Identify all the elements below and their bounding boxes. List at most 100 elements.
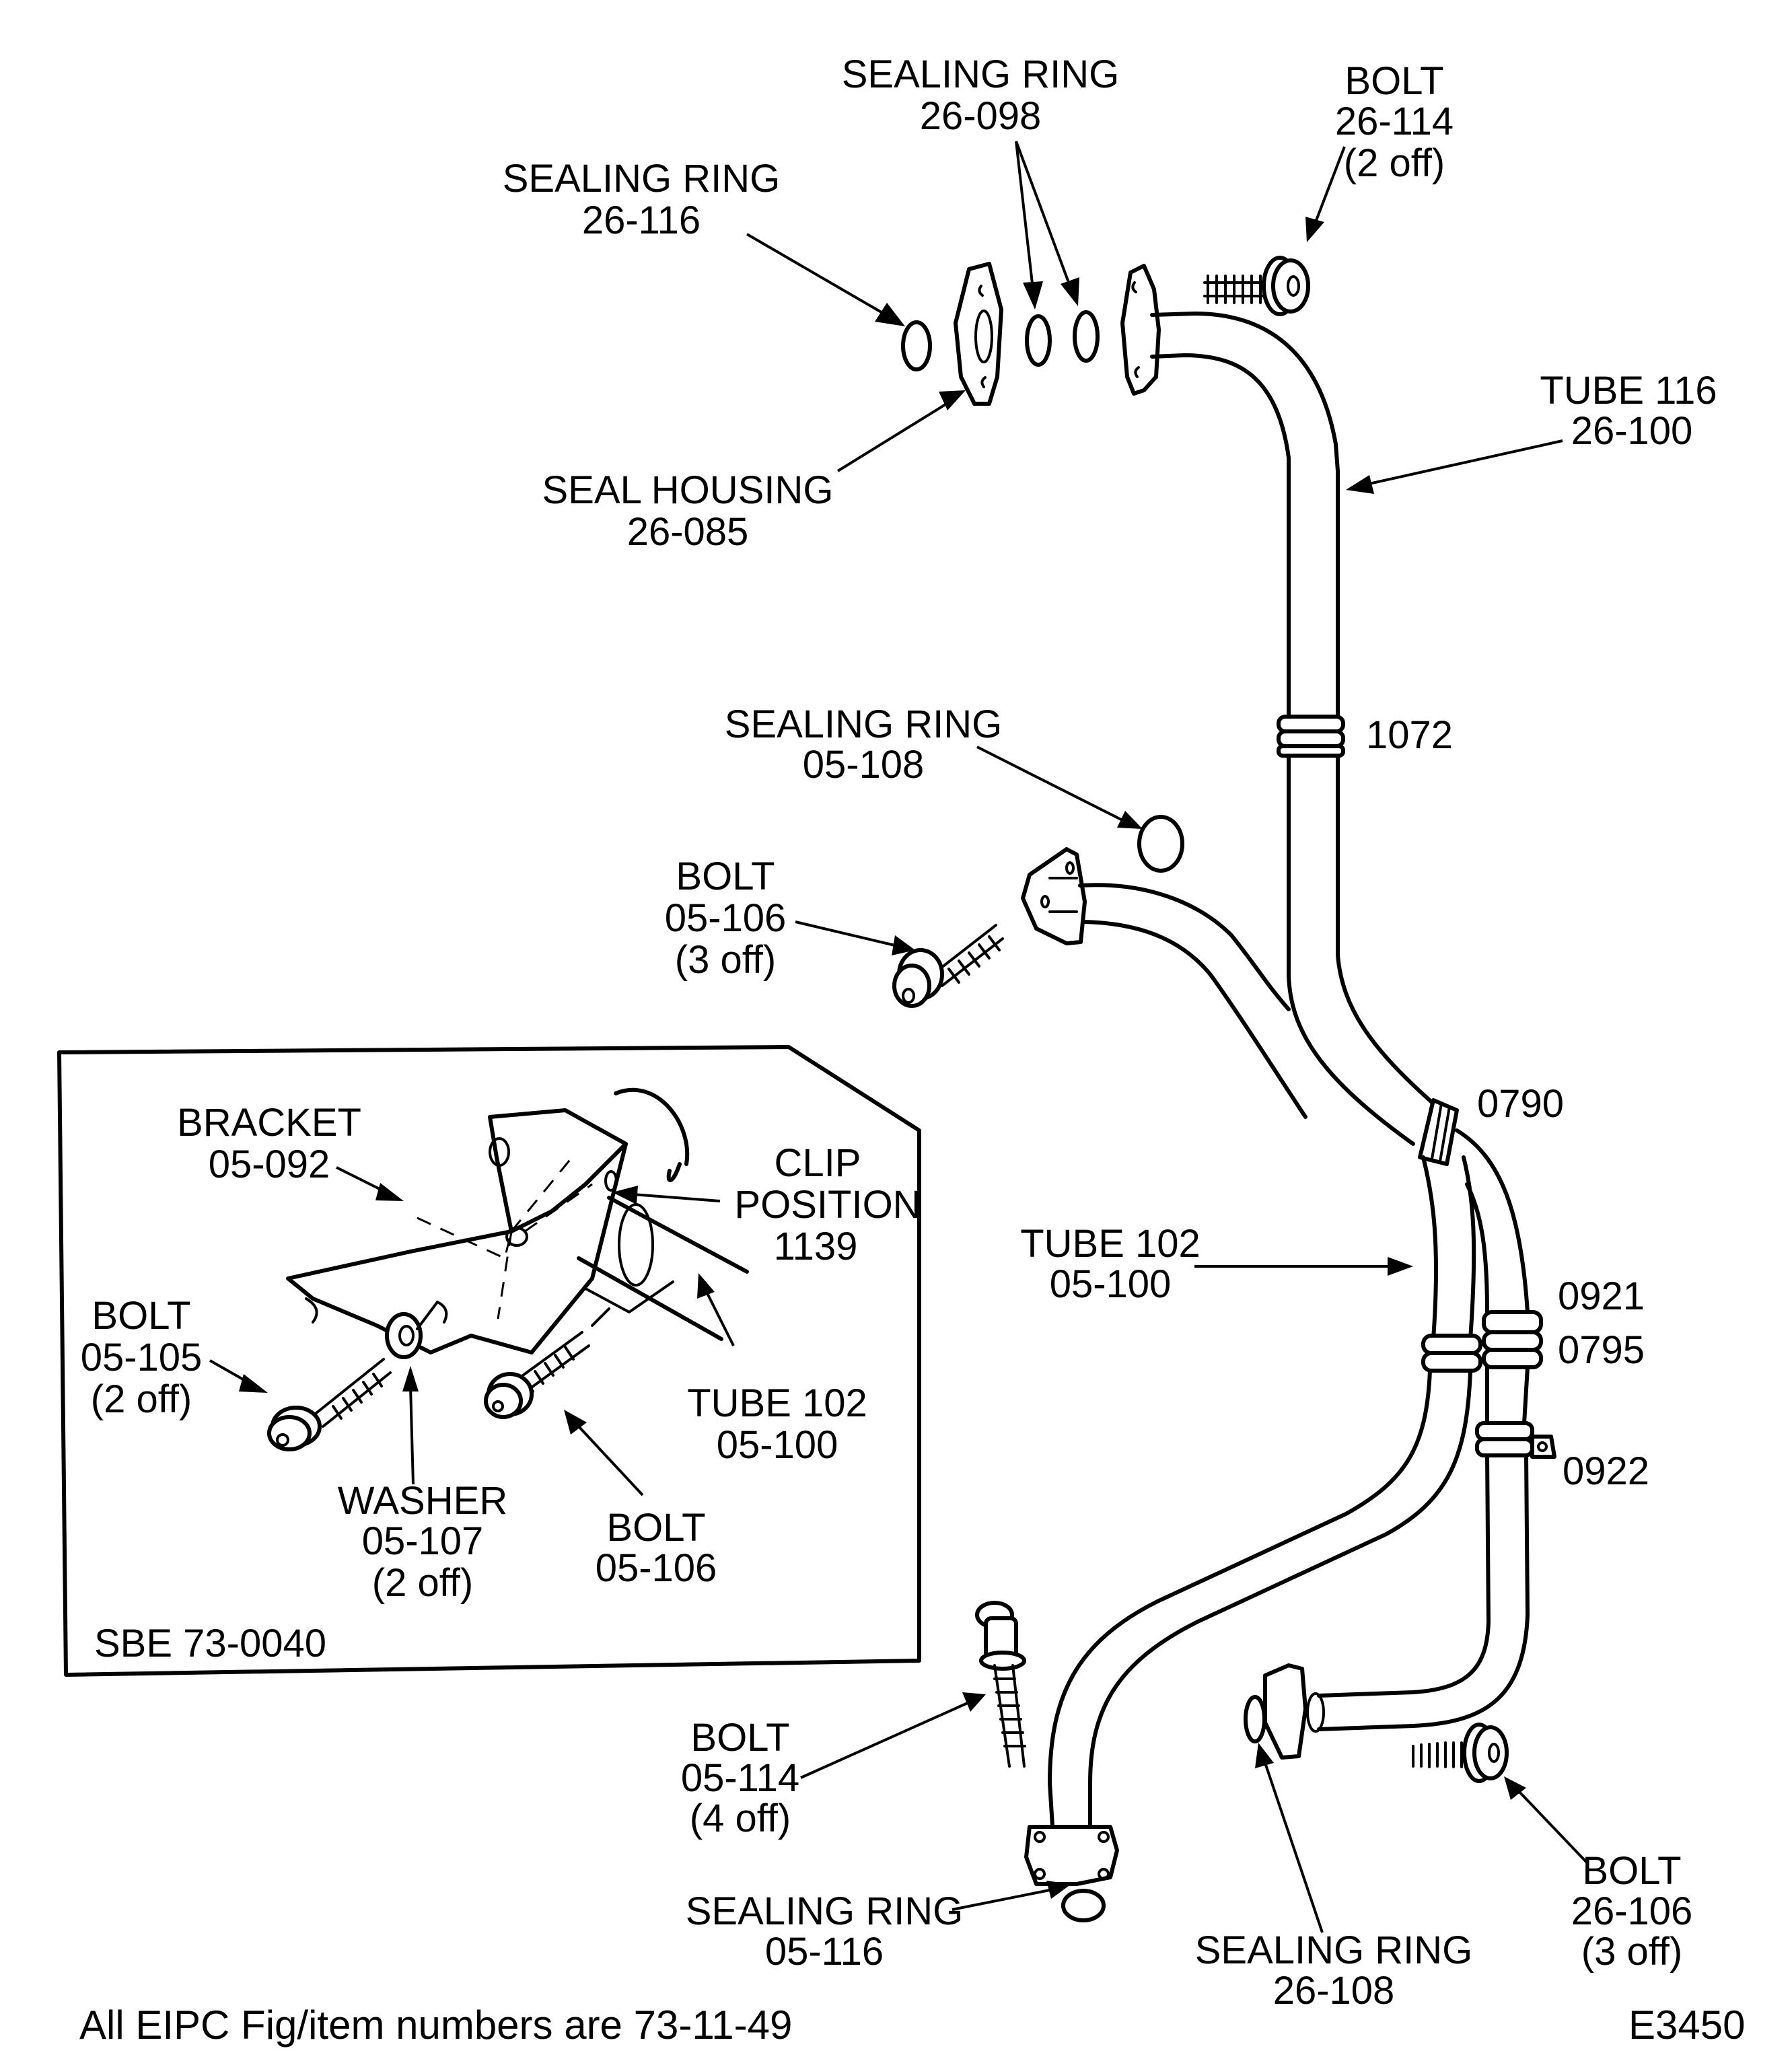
svg-text:WASHER: WASHER [338, 1479, 507, 1523]
svg-text:26-098: 26-098 [920, 94, 1042, 138]
label-sealing-ring-26-108: SEALING RING 26-108 [1195, 1928, 1473, 2013]
label-sealing-ring-05-116: SEALING RING 05-116 [686, 1889, 964, 1974]
svg-text:(3 off): (3 off) [1581, 1930, 1682, 1974]
svg-text:05-107: 05-107 [362, 1519, 484, 1563]
svg-text:05-114: 05-114 [681, 1756, 799, 1800]
svg-text:05-105: 05-105 [81, 1336, 203, 1379]
seal-housing-part [954, 262, 1003, 406]
svg-text:TUBE 102: TUBE 102 [687, 1381, 867, 1425]
clip-position-0922: 0922 [1563, 1449, 1649, 1493]
label-bolt-05-114: BOLT 05-114 (4 off) [681, 1716, 799, 1840]
svg-text:BOLT: BOLT [606, 1506, 705, 1550]
svg-text:BOLT: BOLT [1582, 1849, 1681, 1893]
svg-text:05-116: 05-116 [765, 1930, 884, 1974]
svg-text:26-114: 26-114 [1335, 100, 1454, 143]
svg-text:26-116: 26-116 [582, 198, 701, 242]
sealing-ring-26-098-part-a [1025, 314, 1052, 367]
tube-102-lower [1048, 1369, 1432, 1839]
label-bolt-26-114: BOLT 26-114 (2 off) [1335, 59, 1454, 185]
svg-text:SEALING RING: SEALING RING [842, 52, 1120, 96]
clip-1072 [1277, 715, 1345, 758]
inset-reference-sbe: SBE 73-0040 [94, 1622, 326, 1665]
label-tube-102: TUBE 102 05-100 [1020, 1222, 1200, 1306]
svg-text:05-106: 05-106 [596, 1546, 717, 1590]
svg-text:SEALING RING: SEALING RING [503, 157, 781, 201]
leader-lines [209, 141, 1589, 1933]
label-sealing-ring-05-108: SEALING RING 05-108 [725, 702, 1003, 787]
svg-text:SEAL HOUSING: SEAL HOUSING [542, 468, 834, 512]
label-sealing-ring-26-098: SEALING RING 26-098 [842, 52, 1120, 138]
svg-text:26-100: 26-100 [1571, 409, 1693, 453]
label-clip-position-1139: CLIP POSITION 1139 [734, 1141, 921, 1268]
footer-note: All EIPC Fig/item numbers are 73-11-49 [79, 2002, 792, 2048]
figure-id: E3450 [1628, 2002, 1746, 2048]
tube-26-bottom-flange [1263, 1663, 1325, 1760]
svg-text:SEALING RING: SEALING RING [725, 702, 1003, 746]
clip-0921-0795 [1482, 1310, 1543, 1369]
tube-26-bottom-edge [1317, 1453, 1530, 1731]
tube-102-upper-edge [1081, 920, 1307, 1119]
svg-text:26-085: 26-085 [627, 510, 749, 554]
svg-text:CLIP: CLIP [775, 1141, 861, 1185]
tube-26-lower-edge [1522, 1365, 1530, 1425]
clip-0922 [1475, 1421, 1556, 1459]
tube-26-bottom [1317, 1453, 1491, 1698]
svg-text:(2 off): (2 off) [372, 1561, 473, 1605]
tube-102-lower-edge [1088, 1369, 1472, 1839]
label-seal-housing: SEAL HOUSING 26-085 [542, 468, 834, 554]
label-inset-tube-102: TUBE 102 05-100 [687, 1381, 867, 1467]
clip-0790 [1418, 1098, 1459, 1166]
svg-text:26-106: 26-106 [1571, 1889, 1693, 1933]
svg-text:05-100: 05-100 [717, 1423, 838, 1467]
tube-116-flange [1120, 264, 1161, 396]
clip-position-1072: 1072 [1366, 713, 1453, 757]
svg-text:05-106: 05-106 [665, 896, 787, 940]
label-tube-116: TUBE 116 26-100 [1540, 369, 1717, 453]
label-washer: WASHER 05-107 (2 off) [338, 1479, 507, 1605]
svg-text:05-100: 05-100 [1050, 1262, 1172, 1306]
svg-text:SEALING RING: SEALING RING [1195, 1928, 1473, 1972]
clip-1139-part [614, 1087, 690, 1182]
tube-116-lower-edge [1336, 754, 1435, 1106]
svg-text:(2 off): (2 off) [1344, 141, 1445, 185]
label-sealing-ring-26-116: SEALING RING 26-116 [503, 157, 781, 242]
label-bolt-26-106: BOLT 26-106 (3 off) [1571, 1849, 1693, 1974]
svg-text:26-108: 26-108 [1273, 1969, 1395, 2013]
svg-text:BOLT: BOLT [1345, 59, 1443, 103]
tube-116 [1150, 312, 1340, 719]
bolt-26-106-part [1412, 1723, 1509, 1783]
tube-102-mid [1421, 1155, 1439, 1341]
clip-tube-102 [1421, 1334, 1482, 1373]
inset-bolt-05-106-part [484, 1307, 610, 1419]
clip-position-0921: 0921 [1558, 1274, 1645, 1318]
sealing-ring-26-116-part [901, 320, 932, 371]
tube-102-mid-edge [1462, 1155, 1476, 1341]
bolt-05-106-part [892, 924, 1004, 1008]
svg-text:1139: 1139 [774, 1225, 858, 1268]
label-bolt-05-105: BOLT 05-105 (2 off) [81, 1294, 203, 1421]
svg-text:BRACKET: BRACKET [177, 1101, 361, 1145]
tube-116-inner-edge [1150, 353, 1291, 722]
tube-26-mid [1455, 1128, 1530, 1314]
clip-position-0795: 0795 [1558, 1328, 1645, 1372]
clip-position-0790: 0790 [1477, 1082, 1564, 1126]
svg-text:05-108: 05-108 [803, 743, 925, 787]
sealing-ring-26-108-part [1244, 1695, 1266, 1743]
svg-text:BOLT: BOLT [676, 855, 775, 898]
bolt-26-114-part [1203, 256, 1310, 316]
sealing-ring-05-108-part [1137, 815, 1184, 873]
svg-text:TUBE 102: TUBE 102 [1020, 1222, 1200, 1266]
tube-116-lower [1287, 754, 1415, 1146]
svg-text:BOLT: BOLT [690, 1716, 789, 1760]
svg-text:BOLT: BOLT [92, 1294, 190, 1338]
bracket-05-092-part [286, 1108, 628, 1354]
svg-text:(4 off): (4 off) [690, 1797, 791, 1840]
label-bolt-05-106: BOLT 05-106 (3 off) [665, 855, 787, 982]
label-bracket: BRACKET 05-092 [177, 1101, 361, 1186]
svg-text:(3 off): (3 off) [675, 938, 776, 982]
inset-detail-box [57, 1045, 921, 1677]
sealing-ring-05-116-part [1061, 1889, 1106, 1922]
svg-text:SEALING RING: SEALING RING [686, 1889, 964, 1933]
tube-102-bottom-flange [1024, 1825, 1119, 1886]
